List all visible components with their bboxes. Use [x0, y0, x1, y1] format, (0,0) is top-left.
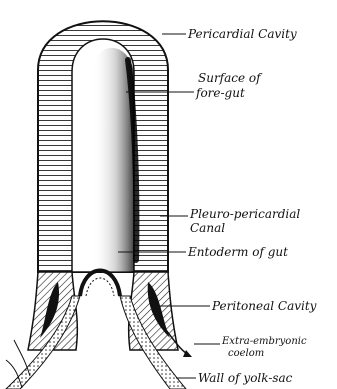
- label-extra-embryonic-line2: coelom: [228, 348, 264, 359]
- label-entoderm-of-gut: Entoderm of gut: [187, 245, 288, 259]
- label-pericardial-cavity: Pericardial Cavity: [187, 27, 297, 41]
- label-wall-of-yolk-sac: Wall of yolk-sac: [198, 371, 293, 385]
- label-pleuro-pericardial-line2: Canal: [190, 221, 225, 235]
- label-extra-embryonic-line1: Extra-embryonic: [221, 336, 307, 347]
- label-surface-of-fore-gut-line1: Surface of: [198, 71, 263, 85]
- label-pleuro-pericardial-line1: Pleuro-pericardial: [189, 207, 300, 221]
- label-peritoneal-cavity: Peritoneal Cavity: [211, 299, 317, 313]
- entoderm-arch: [80, 271, 120, 297]
- label-surface-of-fore-gut-line2: fore-gut: [195, 86, 245, 100]
